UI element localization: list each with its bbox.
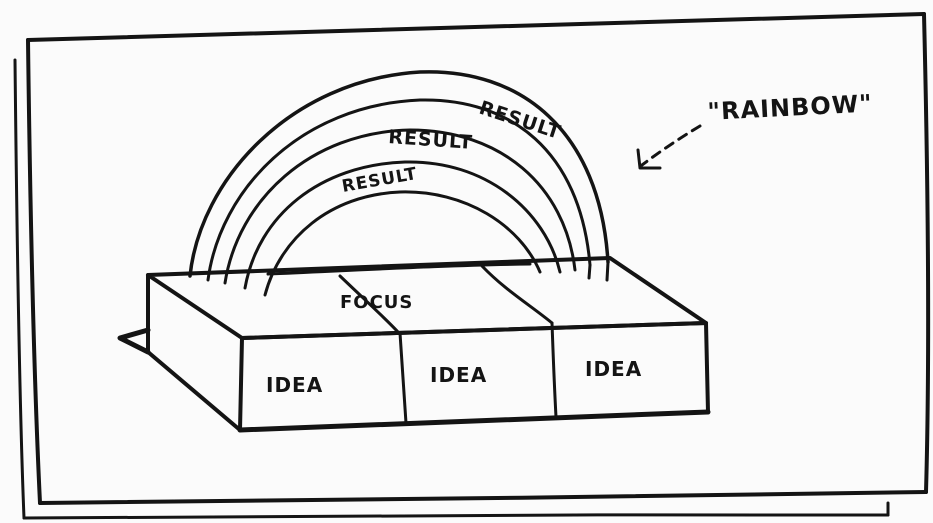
idea-left-label: IDEA bbox=[266, 373, 323, 397]
rainbow-annotation: "RAINBOW" bbox=[638, 89, 873, 168]
dashed-arrow-line bbox=[642, 126, 700, 165]
arc-middle-label: RESULT bbox=[388, 126, 474, 154]
arc-inner-inner-line bbox=[265, 192, 540, 295]
arc-outer-label: RESULT bbox=[476, 97, 563, 144]
idea-right-label: IDEA bbox=[585, 357, 642, 381]
focus-label: FOCUS bbox=[340, 292, 413, 313]
rainbow-label: "RAINBOW" bbox=[707, 89, 873, 126]
platform bbox=[120, 258, 708, 430]
idea-middle-label: IDEA bbox=[430, 363, 487, 387]
